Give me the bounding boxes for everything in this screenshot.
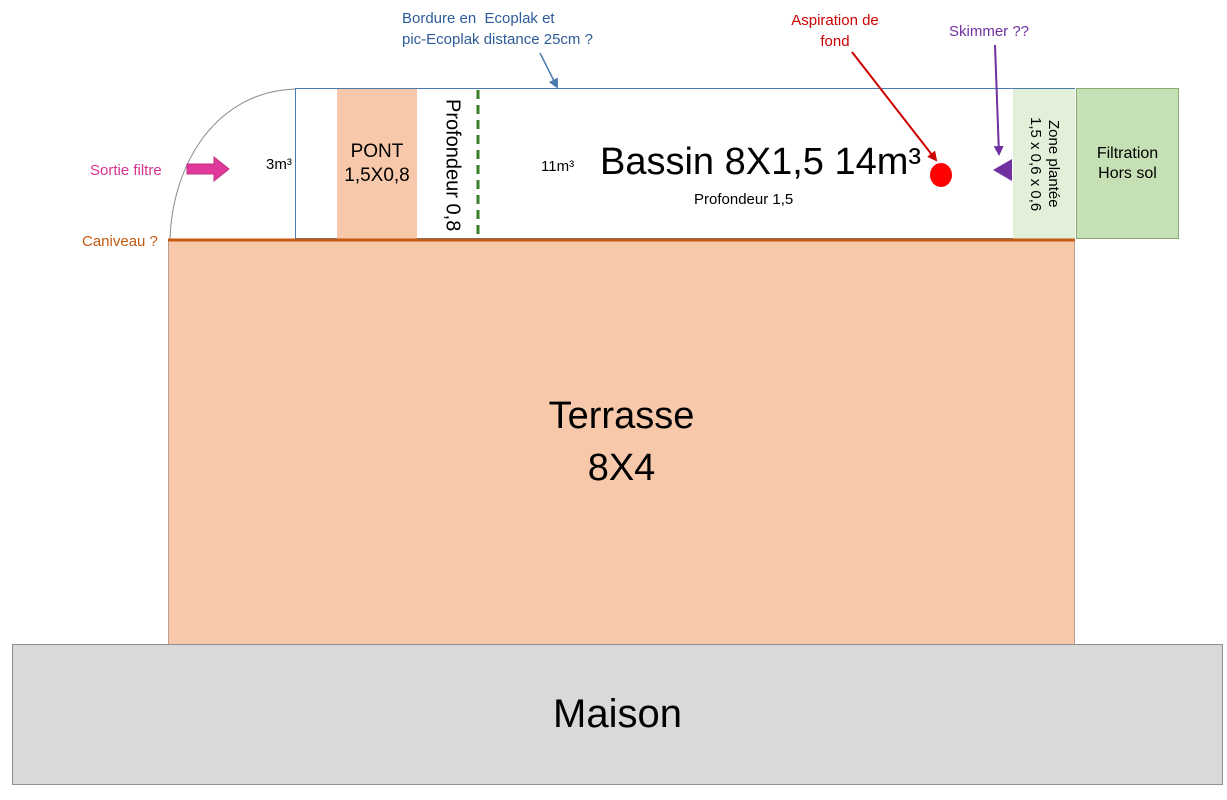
- terrasse-area: Terrasse 8X4: [168, 240, 1075, 644]
- filtration-box: Filtration Hors sol: [1076, 88, 1179, 239]
- pont-label: PONT: [350, 141, 404, 162]
- caniveau-annotation: Caniveau ?: [82, 233, 158, 250]
- maison-area: Maison: [12, 644, 1223, 785]
- skimmer-annotation: Skimmer ??: [949, 23, 1030, 40]
- aspiration-annotation: Aspiration de fond: [779, 10, 891, 52]
- aspiration-line1: Aspiration de: [791, 12, 879, 29]
- bordure-line2: pic-Ecoplak distance 25cm ?: [402, 31, 593, 48]
- terrasse-dimensions: 8X4: [587, 447, 656, 489]
- aspiration-line2: fond: [820, 33, 850, 50]
- bordure-annotation: Bordure en Ecoplak et pic-Ecoplak distan…: [402, 8, 593, 50]
- filtration-label: Filtration: [1096, 144, 1159, 162]
- bassin-title: Bassin 8X1,5 14m³: [600, 141, 922, 183]
- bassin-outline: [295, 88, 1075, 239]
- bordure-line1: Bordure en Ecoplak et: [402, 10, 555, 27]
- skimmer-arrow: [993, 44, 1004, 156]
- depth-main-label: Profondeur 1,5: [694, 191, 794, 208]
- pont-dimensions: 1,5X0,8: [344, 165, 410, 186]
- sortie-filtre-annotation: Sortie filtre: [90, 162, 162, 179]
- zone-plantee-label: Zone plantée 1,5 x 0,6 x 0,6: [1027, 116, 1062, 212]
- skimmer-marker: [993, 159, 1012, 181]
- pont-zone: PONT 1,5X0,8: [337, 89, 417, 239]
- pond-curve-edge: [169, 88, 296, 241]
- maison-label: Maison: [553, 692, 682, 736]
- volume-right-label: 11m³: [541, 158, 575, 175]
- zone-plantee: Zone plantée 1,5 x 0,6 x 0,6: [1013, 89, 1075, 239]
- sortie-filtre-arrow: [186, 155, 230, 183]
- terrasse-label: Terrasse: [548, 395, 695, 437]
- bordure-callout-arrow: [539, 52, 558, 89]
- aspiration-point: [930, 163, 952, 187]
- filtration-sublabel: Hors sol: [1098, 164, 1157, 182]
- depth-left-zone: Profondeur 0,8: [432, 92, 472, 238]
- volume-left-label: 3m³: [266, 156, 292, 173]
- depth-left-label: Profondeur 0,8: [441, 98, 464, 232]
- aspiration-arrow: [851, 51, 938, 162]
